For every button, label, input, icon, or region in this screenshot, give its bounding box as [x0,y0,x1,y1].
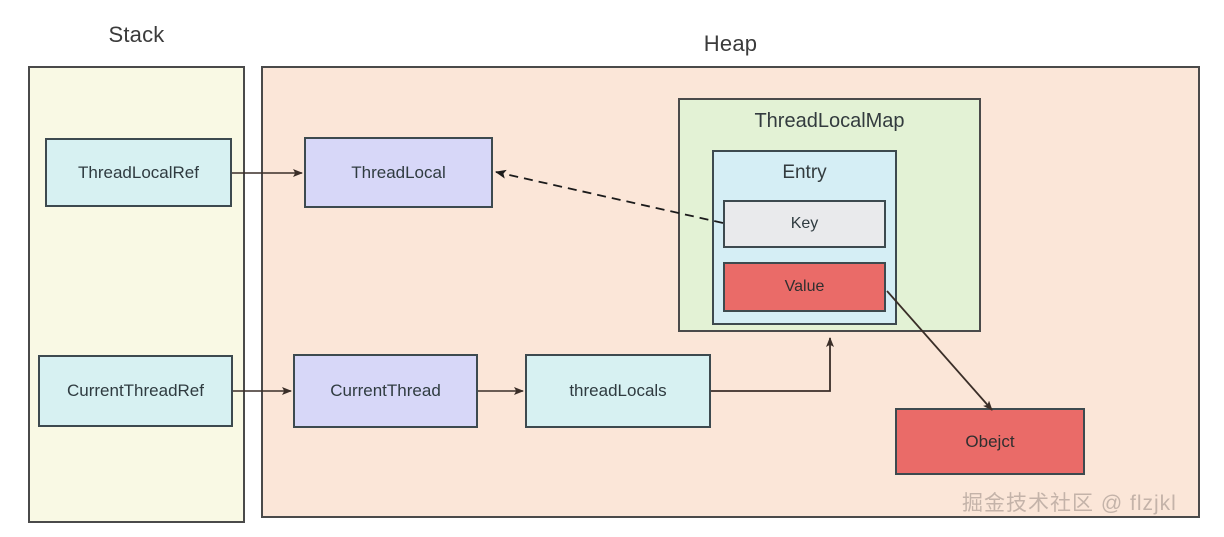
stack-container [28,66,245,523]
currentthreadref-node[interactable]: CurrentThreadRef [38,355,233,427]
threadlocalref-node[interactable]: ThreadLocalRef [45,138,232,207]
threadlocal-node[interactable]: ThreadLocal [304,137,493,208]
watermark: 掘金技术社区 @ flzjkl [962,492,1177,515]
value-node[interactable]: Value [723,262,886,312]
heap-region-label: Heap [703,31,758,56]
currentthread-node[interactable]: CurrentThread [293,354,478,428]
key-node[interactable]: Key [723,200,886,248]
threadlocalmap-label: ThreadLocalMap [754,110,905,132]
stack-region-label: Stack [108,22,165,47]
object-node[interactable]: Obejct [895,408,1085,475]
entry-label: Entry [782,162,827,183]
threadlocals-node[interactable]: threadLocals [525,354,711,428]
